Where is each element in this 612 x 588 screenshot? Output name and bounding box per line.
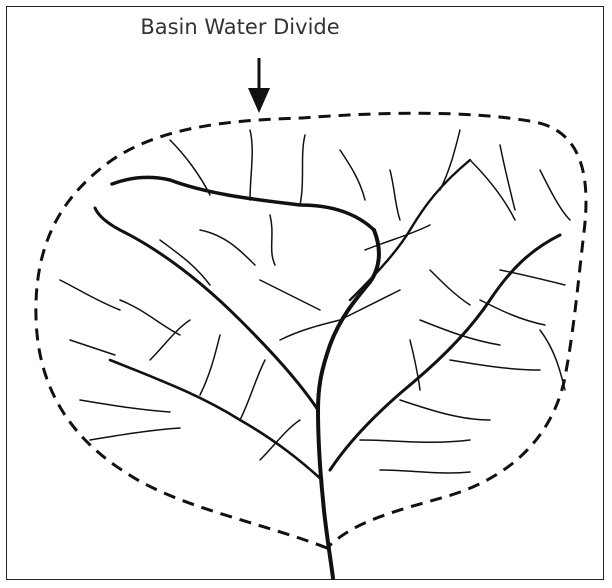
main-stream	[318, 230, 379, 578]
basin-divide-outline	[36, 113, 586, 548]
upper-right-tributary	[350, 160, 470, 300]
upper-branch	[112, 177, 374, 230]
lower-left-tributary	[110, 360, 322, 480]
minor-tributaries	[60, 130, 570, 473]
right-tributary	[330, 235, 560, 470]
divide-arrow	[248, 58, 270, 113]
